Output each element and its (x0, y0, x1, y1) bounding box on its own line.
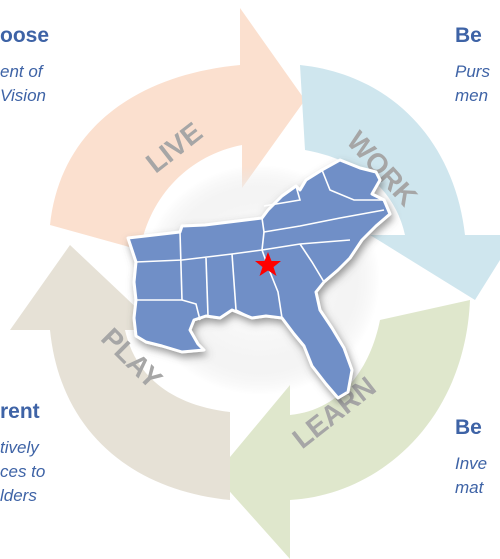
caption-bottom-right-line1: Inve (455, 454, 488, 473)
map-region-outline (126, 158, 392, 400)
cycle-segment-learn (215, 300, 470, 559)
caption-bottom-left-heading: rent (0, 400, 40, 423)
caption-bottom-left-line1: tively (0, 438, 39, 457)
caption-top-left-heading: oose (0, 24, 50, 47)
caption-bottom-right-line2: mat (455, 478, 484, 497)
cycle-segment-work (300, 65, 500, 300)
caption-bottom-right-heading: Be (455, 416, 482, 439)
caption-top-left-line1: ent of (0, 62, 43, 81)
caption-top-left-line2: Vision (0, 86, 46, 105)
location-star-icon (255, 252, 281, 276)
caption-bottom-left-line2: ces to (0, 462, 46, 481)
caption-top-right-line1: Purs (455, 62, 490, 81)
cycle-segment-live (50, 8, 305, 250)
caption-bottom-left-line3: lders (0, 486, 37, 505)
cycle-segment-play (10, 245, 230, 500)
caption-top-right-heading: Be (455, 24, 482, 47)
caption-top-right-line2: men (455, 86, 489, 105)
southeast-us-map (126, 158, 392, 400)
